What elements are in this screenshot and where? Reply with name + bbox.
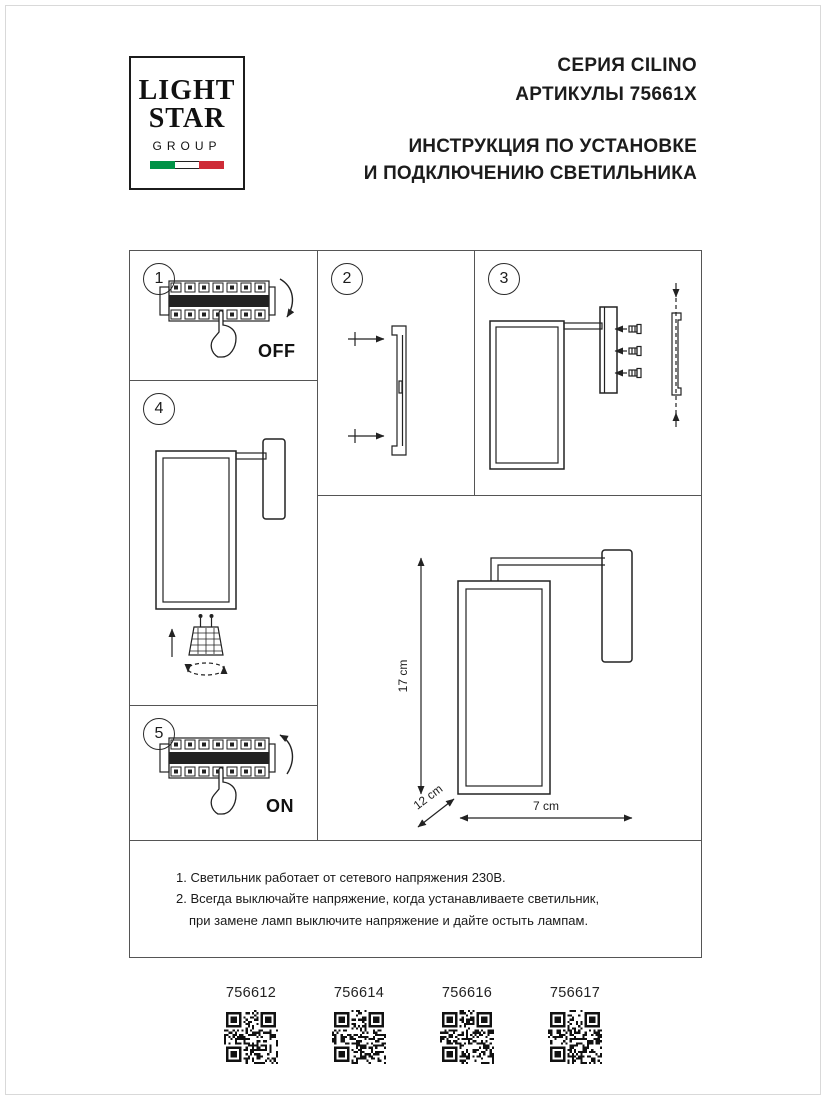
series-title: СЕРИЯ CILINO	[557, 55, 697, 76]
flag-white	[174, 160, 200, 169]
mounting-plate	[599, 306, 618, 394]
screw-icon	[614, 367, 642, 379]
note-line-2: 2. Всегда выключайте напряжение, когда у…	[176, 891, 600, 907]
turn-on-arrow-icon	[279, 734, 294, 775]
qr-code	[548, 1010, 602, 1064]
product-code: 756614	[333, 985, 385, 1001]
breaker-on-diagram	[159, 734, 294, 815]
product: 756616	[437, 985, 497, 1069]
wall-mounting-diagram	[489, 283, 682, 470]
flag-green	[150, 160, 175, 169]
qr-code	[224, 1010, 278, 1064]
product-code: 756616	[441, 985, 493, 1001]
step-5-panel: 5	[130, 706, 318, 841]
product-code: 756617	[549, 985, 601, 1001]
insert-arrow-bottom-icon	[348, 429, 385, 443]
lightstar-logo: LIGHT STAR GROUP	[129, 56, 245, 190]
italian-flag-icon	[150, 160, 225, 169]
note-line-3: при замене ламп выключите напряжение и д…	[189, 912, 589, 928]
screw-icon	[614, 345, 642, 357]
step-3-panel: 3	[475, 251, 701, 496]
breaker-off-diagram	[159, 278, 295, 358]
product: 756617	[545, 985, 605, 1069]
step-3-number: 3	[488, 263, 520, 295]
step-4-number: 4	[143, 393, 175, 425]
product-list: 756612 756614 756616 756617	[0, 985, 826, 1069]
gu10-bulb-icon	[188, 614, 224, 656]
logo-word-light: LIGHT	[138, 75, 236, 107]
lamp-cylinder	[601, 549, 633, 663]
depth-dimension-line	[417, 798, 455, 828]
instruction-title-line2: И ПОДКЛЮЧЕНИЮ СВЕТИЛЬНИКА	[363, 162, 697, 184]
lamp-frame-outline	[489, 320, 565, 470]
off-label: OFF	[258, 341, 296, 361]
wall-bracket-icon	[671, 283, 682, 427]
step-1-number: 1	[143, 263, 175, 295]
hand-icon	[210, 310, 237, 358]
insert-arrow-top-icon	[348, 332, 385, 346]
notes-section: 1. Светильник работает от сетевого напря…	[130, 841, 701, 957]
qr-code	[440, 1010, 494, 1064]
hand-icon	[210, 767, 237, 815]
step-2-panel: 2	[318, 251, 475, 496]
qr-code	[332, 1010, 386, 1064]
logo-word-group: GROUP	[152, 138, 222, 153]
step-4-panel: 4	[130, 381, 318, 706]
diagram-grid: 1	[129, 250, 702, 958]
articles-title: АРТИКУЛЫ 75661X	[515, 84, 697, 105]
header: СЕРИЯ CILINO АРТИКУЛЫ 75661X ИНСТРУКЦИЯ …	[364, 55, 697, 188]
instruction-title: ИНСТРУКЦИЯ ПО УСТАНОВКЕ И ПОДКЛЮЧЕНИЮ СВ…	[364, 134, 697, 188]
screw-icon	[614, 323, 642, 335]
product: 756614	[329, 985, 389, 1069]
lamp-arm	[563, 322, 603, 330]
mounting-bracket-icon	[391, 325, 407, 456]
lamp-arm	[235, 452, 267, 460]
logo-word-star: STAR	[148, 102, 226, 134]
bulb-install-diagram	[155, 438, 286, 676]
lamp-cylinder	[262, 438, 286, 520]
rotate-icon	[184, 662, 228, 676]
product-code: 756612	[225, 985, 277, 1001]
instruction-title-line1: ИНСТРУКЦИЯ ПО УСТАНОВКЕ	[408, 136, 697, 157]
flag-red	[199, 160, 225, 169]
lamp-arm	[490, 557, 605, 581]
bracket-diagram	[348, 325, 407, 456]
step-2-number: 2	[331, 263, 363, 295]
product: 756612	[221, 985, 281, 1069]
lamp-frame-outline	[457, 580, 551, 795]
turn-off-arrow-icon	[279, 278, 295, 318]
lamp-frame-outline	[155, 450, 237, 610]
step-1-panel: 1	[130, 251, 318, 381]
on-label: ON	[266, 796, 294, 816]
step-5-number: 5	[143, 718, 175, 750]
height-dimension-label: 17 cm	[396, 659, 410, 693]
dimensioned-lamp-drawing	[417, 549, 633, 828]
note-line-1: 1. Светильник работает от сетевого напря…	[176, 870, 506, 885]
width-dimension-label: 7 cm	[532, 799, 560, 813]
dimensions-panel: 17 cm 12 cm 7 cm	[318, 496, 701, 841]
